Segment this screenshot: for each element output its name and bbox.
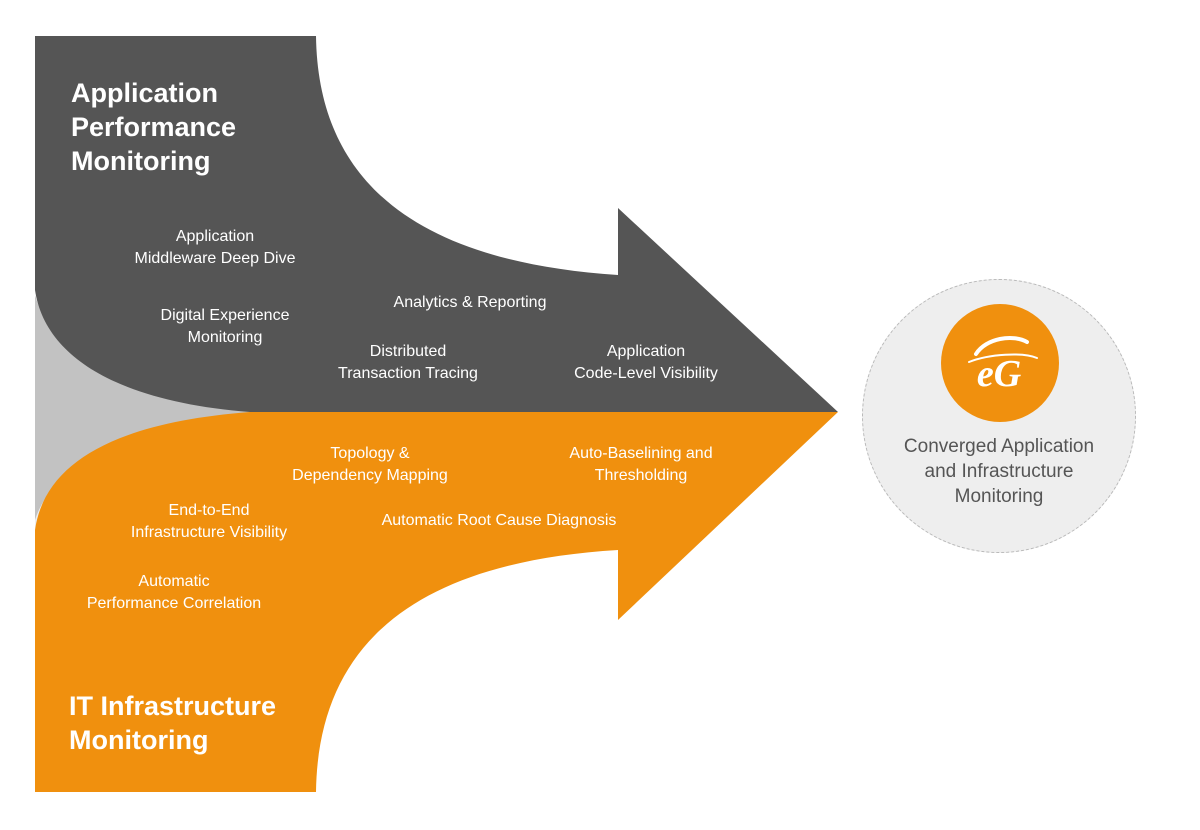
feature-label-line: Auto-Baselining and: [569, 445, 713, 462]
apm-title-line: Performance: [71, 112, 237, 142]
feature-label-line: Dependency Mapping: [292, 467, 448, 484]
apm-feature-code-level-visibility: Application Code-Level Visibility: [574, 341, 718, 385]
feature-label-line: Performance Correlation: [86, 595, 262, 612]
apm-arrow: [35, 36, 838, 412]
apm-feature-digital-experience: Digital Experience Monitoring: [161, 305, 290, 349]
apm-title: Application Performance Monitoring: [71, 76, 236, 178]
apm-feature-middleware-deep-dive: Application Middleware Deep Dive: [135, 226, 296, 270]
infra-title-line: IT Infrastructure: [69, 691, 277, 721]
result-label-line: Monitoring: [954, 486, 1044, 507]
feature-label-line: Automatic Root Cause Diagnosis: [381, 512, 617, 529]
feature-label-line: Monitoring: [187, 329, 263, 346]
feature-label-line: Thresholding: [594, 467, 688, 484]
infra-title-line: Monitoring: [69, 725, 209, 755]
apm-title-line: Monitoring: [71, 146, 211, 176]
feature-label-line: Distributed: [369, 343, 447, 360]
apm-feature-transaction-tracing: Distributed Transaction Tracing: [338, 341, 478, 385]
feature-label-line: Topology &: [330, 445, 410, 462]
infrastructure-title: IT Infrastructure Monitoring: [69, 689, 276, 757]
infrastructure-arrow: [35, 412, 838, 792]
feature-label-line: Transaction Tracing: [338, 365, 478, 382]
feature-label-line: Code-Level Visibility: [574, 365, 718, 382]
infra-feature-performance-correlation: Automatic Performance Correlation: [87, 571, 261, 615]
shadow-ribbon-mid: [35, 295, 305, 520]
feature-label-line: Analytics & Reporting: [393, 294, 547, 311]
infra-feature-topology-mapping: Topology & Dependency Mapping: [292, 443, 448, 487]
result-label-line: and Infrastructure: [924, 461, 1074, 482]
eg-logo-mark: eG: [968, 336, 1038, 395]
result-label-line: Converged Application: [903, 436, 1095, 457]
infra-feature-end-to-end-visibility: End-to-End Infrastructure Visibility: [131, 500, 287, 544]
feature-label-line: Digital Experience: [160, 307, 290, 324]
feature-label-line: Application: [175, 228, 255, 245]
infra-feature-root-cause-diagnosis: Automatic Root Cause Diagnosis: [382, 510, 617, 532]
eg-logo-icon: eG: [941, 304, 1059, 422]
feature-label-line: Infrastructure Visibility: [130, 524, 288, 541]
feature-label-line: End-to-End: [168, 502, 250, 519]
converged-result-label: Converged Application and Infrastructure…: [904, 434, 1094, 509]
eg-logo-text: eG: [977, 353, 1022, 395]
apm-title-line: Application: [71, 78, 218, 108]
feature-label-line: Application: [606, 343, 686, 360]
feature-label-line: Middleware Deep Dive: [134, 250, 296, 267]
apm-feature-analytics-reporting: Analytics & Reporting: [394, 292, 547, 314]
feature-label-line: Automatic: [138, 573, 210, 590]
infra-feature-auto-baselining: Auto-Baselining and Thresholding: [569, 443, 712, 487]
